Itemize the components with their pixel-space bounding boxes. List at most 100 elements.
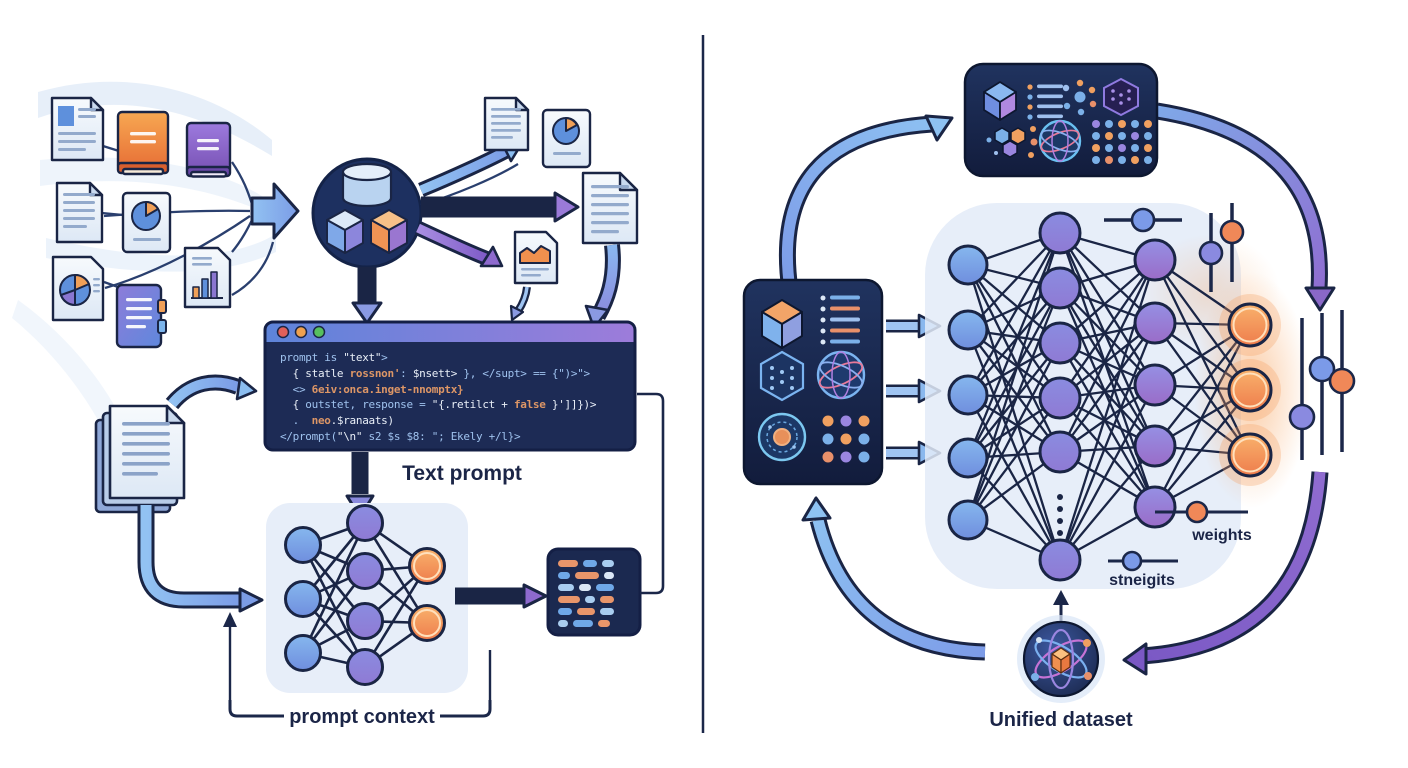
unified-dataset-icon — [1017, 615, 1105, 703]
nn-edge — [967, 232, 1061, 396]
code-line: </prompt("\n" s2 $s $8: "; Ekely +/l}> — [280, 429, 521, 443]
bullet-list-icon — [1027, 84, 1063, 120]
tuning-sliders — [1288, 310, 1356, 460]
nn-node — [1038, 430, 1082, 474]
code-output-card — [546, 547, 642, 637]
bar-chart-document-icon — [183, 246, 232, 309]
weights-label: weights — [1191, 527, 1252, 544]
code-dash — [579, 584, 591, 591]
nn-node — [947, 374, 989, 416]
slider-knob — [1308, 355, 1336, 383]
atom-cube — [1051, 647, 1071, 674]
left-panel: Text prompt — [12, 81, 665, 728]
purple-notebook-icon — [115, 283, 167, 349]
stneigits-slider — [1108, 550, 1178, 572]
code-dash — [558, 572, 570, 579]
nn-edge — [363, 522, 429, 624]
dotted-cube-icon — [759, 350, 805, 402]
slider-knob — [1185, 500, 1209, 524]
nn-node — [1227, 432, 1273, 478]
nn-edge — [1059, 259, 1156, 399]
code-dash — [600, 608, 614, 615]
nn-edge — [301, 544, 367, 668]
network-to-output-arrow — [455, 583, 548, 609]
text-prompt-label: Text prompt — [402, 462, 522, 485]
nn-edge — [301, 522, 367, 654]
dot-trio — [1028, 126, 1038, 158]
large-text-document-icon — [581, 171, 639, 245]
traffic-lights — [276, 325, 326, 339]
nn-node — [947, 499, 989, 541]
code-line: prompt is "text"> — [280, 351, 388, 364]
nn-edge — [1058, 322, 1157, 561]
weights-slider — [1155, 500, 1248, 524]
nn-edge — [1059, 287, 1156, 447]
nn-edge — [1059, 287, 1156, 386]
globe-network-icon — [1038, 119, 1082, 163]
nn-edge — [1059, 342, 1156, 447]
code-dash — [604, 572, 614, 579]
unified-dataset-label: Unified dataset — [989, 709, 1133, 731]
nn-node — [1133, 363, 1177, 407]
nn-node — [1133, 238, 1177, 282]
code-dash — [558, 620, 568, 627]
nn-node — [1038, 376, 1082, 420]
data-hub — [311, 157, 423, 269]
nn-edge — [966, 342, 1062, 521]
nn-node — [1227, 302, 1273, 348]
pie-chart-document-icon — [541, 108, 592, 169]
nn-node-ring — [1232, 437, 1268, 473]
source-documents — [50, 96, 232, 349]
nn-node — [947, 309, 989, 351]
code-editor-text: prompt is "text"> { statle rossnon': $ns… — [280, 350, 628, 445]
code-dashes — [558, 560, 614, 627]
nn-node — [1133, 485, 1177, 529]
pie-chart-document-icon — [121, 191, 172, 254]
nn-node — [346, 504, 384, 542]
dot-matrix-icon — [1092, 120, 1152, 164]
code-dash — [558, 560, 578, 567]
doc-to-code-arrows — [509, 244, 621, 330]
nn-edge — [1059, 322, 1156, 453]
code-dash — [577, 608, 595, 615]
nn-node — [1038, 321, 1082, 365]
training-network — [947, 211, 1281, 582]
right-panel: weights stneigits Unified dataset — [742, 62, 1356, 731]
cube-3d-icon — [983, 81, 1017, 121]
prompt-context-bracket — [228, 624, 492, 718]
text-document-icon — [55, 181, 104, 244]
slider-knob — [1328, 367, 1356, 395]
code-dash — [573, 620, 593, 627]
nn-node — [1227, 367, 1273, 413]
nn-edge — [1154, 322, 1251, 456]
code-dash — [575, 572, 599, 579]
nn-node — [1133, 301, 1177, 345]
cubes-icon — [326, 209, 408, 254]
code-dash — [558, 608, 572, 615]
prompt-context-label: prompt context — [289, 706, 435, 728]
nn-edge — [967, 264, 1061, 399]
dotted-cube-icon — [1103, 77, 1139, 117]
box-to-network-arrows — [886, 313, 942, 466]
nn-edge — [1059, 342, 1156, 508]
nn-node-ring — [413, 609, 441, 637]
nn-node — [284, 634, 322, 672]
dot-grid-icon — [822, 415, 870, 463]
nn-node — [947, 244, 989, 286]
code-line: { statle rossnon': $nsett> }, </supt> ==… — [280, 366, 591, 380]
code-dash — [558, 584, 574, 591]
nn-edge — [967, 397, 1061, 521]
code-dash — [585, 596, 595, 603]
nn-edge — [967, 232, 1061, 331]
cube-3d-icon — [761, 299, 803, 349]
pie-chart-report-icon — [51, 255, 105, 322]
text-document-icon — [483, 96, 530, 152]
nn-node — [284, 526, 322, 564]
hyperparameter-sliders — [1104, 203, 1245, 292]
traffic-light-red — [276, 325, 290, 339]
nn-node — [1038, 266, 1082, 310]
dataset-box-top — [963, 62, 1159, 178]
code-line: . neo.$ranaats) — [280, 414, 394, 428]
code-dash — [600, 596, 614, 603]
